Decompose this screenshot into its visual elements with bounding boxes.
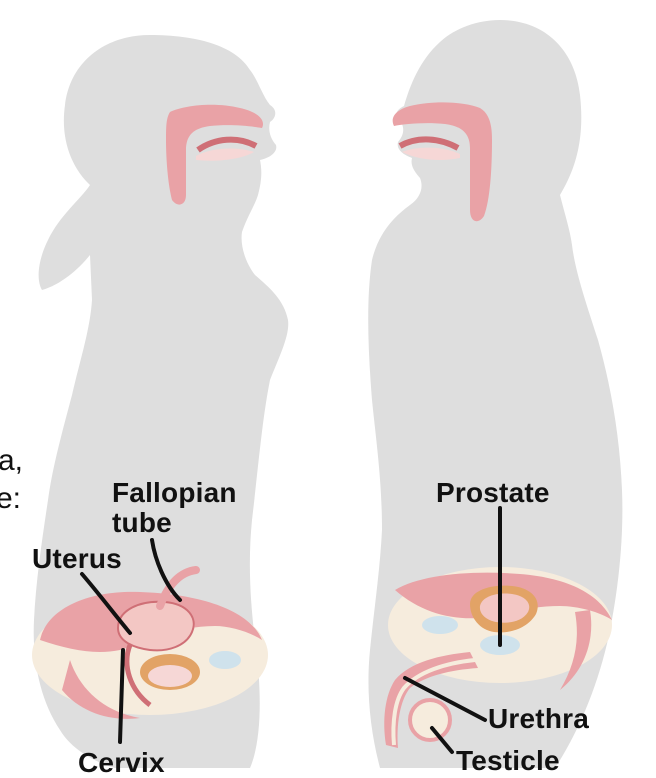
label-uterus: Uterus xyxy=(32,543,122,574)
fragment-text-line2: e: xyxy=(0,482,21,515)
label-prostate: Prostate xyxy=(436,477,550,508)
female-uterus xyxy=(118,602,194,651)
label-urethra: Urethra xyxy=(488,703,589,734)
label-testicle: Testicle xyxy=(456,745,560,776)
male-testicle-shape xyxy=(410,700,450,740)
label-fallopian-tube-line1: Fallopian xyxy=(112,477,237,508)
fragment-text-line1: a, xyxy=(0,444,23,477)
female-bowel xyxy=(209,651,241,669)
female-figure xyxy=(32,35,288,768)
male-seminal-vesicle xyxy=(422,616,458,634)
label-fallopian-tube-line2: tube xyxy=(112,507,172,538)
male-figure xyxy=(368,20,622,768)
label-cervix: Cervix xyxy=(78,747,165,778)
female-bladder-inner xyxy=(148,665,192,687)
